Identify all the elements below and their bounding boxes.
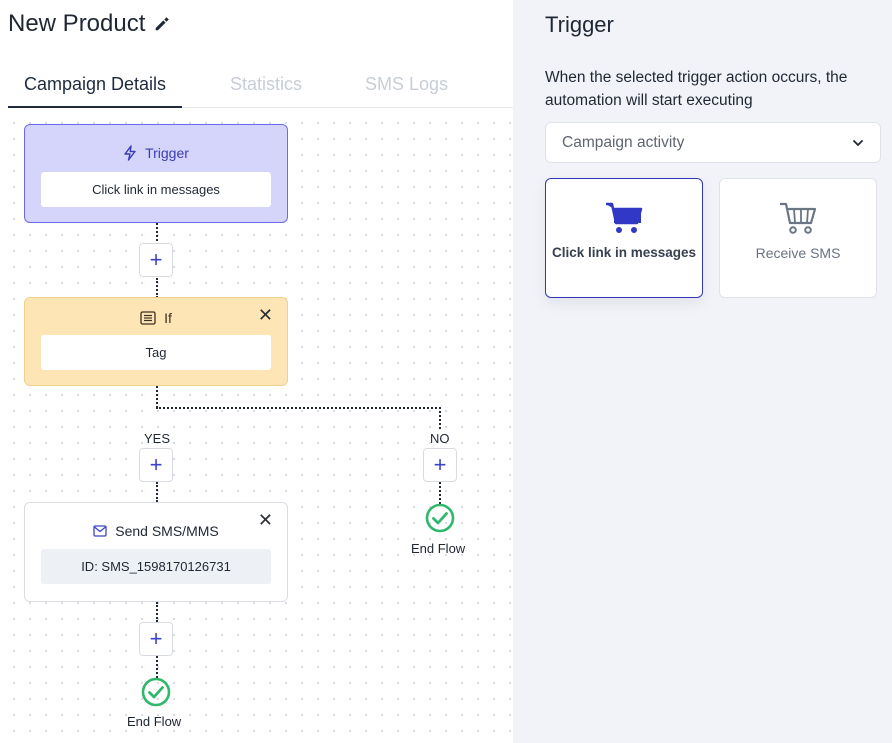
trigger-type-select-value: Campaign activity xyxy=(562,133,685,151)
tab-statistics[interactable]: Statistics xyxy=(230,74,303,94)
send-sms-node-title: Send SMS/MMS xyxy=(115,523,219,539)
trigger-node[interactable]: Trigger Click link in messages xyxy=(24,124,288,223)
check-circle-icon xyxy=(425,503,455,533)
connector-line xyxy=(439,482,441,504)
lightning-icon xyxy=(124,145,136,161)
tab-sms-logs[interactable]: SMS Logs xyxy=(365,74,449,94)
option-click-link-label: Click link in messages xyxy=(551,245,697,260)
cart-icon xyxy=(606,202,643,233)
trigger-node-title: Trigger xyxy=(145,145,189,161)
end-flow-label: End Flow xyxy=(127,714,182,729)
add-step-button-no[interactable]: + xyxy=(423,448,457,482)
check-circle-icon xyxy=(141,677,171,707)
panel-title: Trigger xyxy=(545,12,614,37)
connector-line xyxy=(156,223,158,245)
list-icon xyxy=(140,311,156,325)
connector-line xyxy=(156,278,158,298)
option-click-link-card[interactable]: Click link in messages xyxy=(545,178,703,298)
end-flow-label: End Flow xyxy=(411,541,466,556)
send-sms-node[interactable]: Send SMS/MMS ✕ ID: SMS_1598170126731 xyxy=(24,502,288,602)
send-sms-node-value: ID: SMS_1598170126731 xyxy=(41,549,271,584)
panel-description: When the selected trigger action occurs,… xyxy=(545,69,848,109)
page-title: New Product xyxy=(8,10,171,38)
connector-line xyxy=(439,407,441,429)
if-node-title: If xyxy=(164,310,172,326)
branch-no-label: NO xyxy=(430,431,450,446)
add-step-button-yes[interactable]: + xyxy=(139,448,173,482)
branch-yes-label: YES xyxy=(144,431,171,446)
trigger-settings-panel: Trigger When the selected trigger action… xyxy=(513,0,892,743)
if-node[interactable]: If ✕ Tag xyxy=(24,297,288,386)
pencil-icon[interactable] xyxy=(153,15,171,33)
if-node-header: If xyxy=(25,310,287,326)
page-title-text: New Product xyxy=(8,10,146,37)
branch-line xyxy=(156,407,441,409)
mail-icon xyxy=(93,525,107,537)
trigger-node-value: Click link in messages xyxy=(41,172,271,207)
tab-bar: Campaign Details Statistics SMS Logs xyxy=(8,62,513,108)
close-icon[interactable]: ✕ xyxy=(257,305,273,325)
connector-line xyxy=(156,602,158,622)
add-step-button[interactable]: + xyxy=(139,243,173,277)
close-icon[interactable]: ✕ xyxy=(257,510,273,530)
if-node-value: Tag xyxy=(41,335,271,370)
tab-campaign-details[interactable]: Campaign Details xyxy=(8,74,182,108)
option-receive-sms-card[interactable]: Receive SMS xyxy=(719,178,877,298)
option-receive-sms-label: Receive SMS xyxy=(755,245,841,261)
send-sms-node-header: Send SMS/MMS xyxy=(25,523,287,539)
chevron-down-icon xyxy=(853,140,863,146)
cart-outline-icon xyxy=(780,202,817,234)
connector-line xyxy=(156,482,158,502)
trigger-node-header: Trigger xyxy=(25,145,287,161)
flow-editor-panel: New Product Campaign Details Statistics … xyxy=(0,10,513,743)
connector-line xyxy=(156,656,158,678)
trigger-type-select[interactable]: Campaign activity xyxy=(545,122,881,163)
add-step-button[interactable]: + xyxy=(139,622,173,656)
connector-line xyxy=(156,386,158,408)
